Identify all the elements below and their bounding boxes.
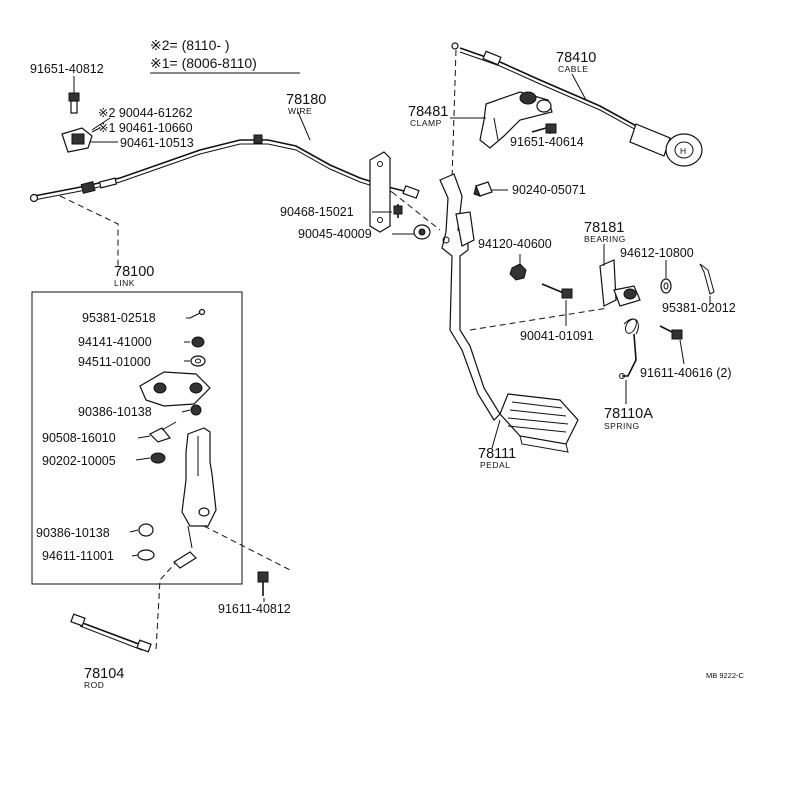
cable-clip-drawing — [61, 127, 118, 153]
label-bearing: BEARING — [584, 234, 626, 244]
bushing-90045-drawing — [413, 224, 431, 240]
label-95381-02012: 95381-02012 — [662, 301, 736, 315]
label-78111: 78111 — [478, 446, 516, 462]
link-assembly-drawing — [137, 308, 217, 569]
stopper-90240-05071-drawing — [473, 181, 493, 197]
label-wire: WIRE — [288, 106, 312, 116]
label-90045-40009: 90045-40009 — [298, 227, 372, 241]
label-91611-40812: 91611-40812 — [218, 602, 291, 616]
pedal-arm-78111-drawing — [439, 173, 501, 421]
legend-note-1: ※1= (8006-8110) — [150, 55, 257, 71]
label-90461-10513: 90461-10513 — [120, 136, 194, 150]
svg-text:H: H — [680, 146, 687, 156]
label-94120-40600: 94120-40600 — [478, 237, 552, 251]
label-90386-10138-lower: 90386-10138 — [36, 526, 110, 540]
label-spring: SPRING — [604, 421, 640, 431]
wire-bracket-drawing — [369, 151, 391, 233]
label-90508-16010: 90508-16010 — [42, 431, 116, 445]
label-90461-10660: ※1 90461-10660 — [98, 121, 193, 135]
label-78410: 78410 — [556, 50, 596, 66]
label-78100: 78100 — [114, 264, 154, 280]
bearing-78181-drawing — [599, 259, 641, 307]
pin-90468-drawing — [393, 204, 403, 218]
nut-94120-drawing — [509, 263, 527, 281]
guide-line-2 — [451, 49, 457, 181]
washer-94612-drawing — [660, 278, 672, 294]
label-rod: ROD — [84, 680, 104, 690]
diagram-reference-code: MB 9222-C — [706, 671, 745, 680]
label-link: LINK — [114, 278, 135, 288]
clamp-78481-drawing — [479, 91, 553, 149]
label-78180: 78180 — [286, 92, 326, 108]
label-cable: CABLE — [558, 64, 588, 74]
legend-note-2: ※2= (8110- ) — [150, 37, 230, 53]
guide-line-6 — [155, 559, 179, 651]
label-78104: 78104 — [84, 666, 124, 682]
guide-line-3 — [391, 191, 441, 231]
leader-lines — [73, 73, 711, 602]
bolt-91651-40812-drawing — [68, 80, 80, 114]
pin-95381-02012-drawing — [699, 263, 715, 295]
rod-78104-drawing — [70, 613, 152, 653]
label-90468-15021: 90468-15021 — [280, 205, 354, 219]
label-91611-40616: 91611-40616 (2) — [640, 366, 732, 380]
bolt-91611-40812-drawing — [257, 571, 269, 596]
label-94141-41000: 94141-41000 — [78, 335, 152, 349]
label-90041-01091: 90041-01091 — [520, 329, 594, 343]
label-pedal: PEDAL — [480, 460, 510, 470]
guide-line-5 — [203, 525, 291, 571]
label-78110A: 78110A — [604, 406, 653, 422]
label-90202-10005: 90202-10005 — [42, 454, 116, 468]
spring-78110A-drawing — [619, 318, 639, 379]
link-assembly-box — [31, 291, 243, 585]
cable-78410-drawing: H — [451, 42, 703, 167]
label-78181: 78181 — [584, 220, 624, 236]
label-90044-61262: ※2 90044-61262 — [98, 106, 193, 120]
label-95381-02518: 95381-02518 — [82, 311, 156, 325]
label-90386-10138-upper: 90386-10138 — [78, 405, 152, 419]
bolt-91651-40614-drawing — [531, 123, 557, 134]
label-94511-01000: 94511-01000 — [78, 355, 151, 369]
pedal-pad-drawing — [499, 393, 579, 453]
label-94612-10800: 94612-10800 — [620, 246, 694, 260]
label-78481: 78481 — [408, 104, 448, 120]
label-90240-05071: 90240-05071 — [512, 183, 586, 197]
label-91651-40812: 91651-40812 — [30, 62, 104, 76]
label-clamp: CLAMP — [410, 118, 442, 128]
label-91651-40614: 91651-40614 — [510, 135, 584, 149]
bolt-91611-40616-drawing — [659, 325, 683, 340]
label-94611-11001: 94611-11001 — [42, 549, 114, 563]
bolt-90041-drawing — [541, 283, 573, 299]
guide-line-1 — [59, 195, 119, 270]
guide-line-4 — [469, 307, 609, 331]
